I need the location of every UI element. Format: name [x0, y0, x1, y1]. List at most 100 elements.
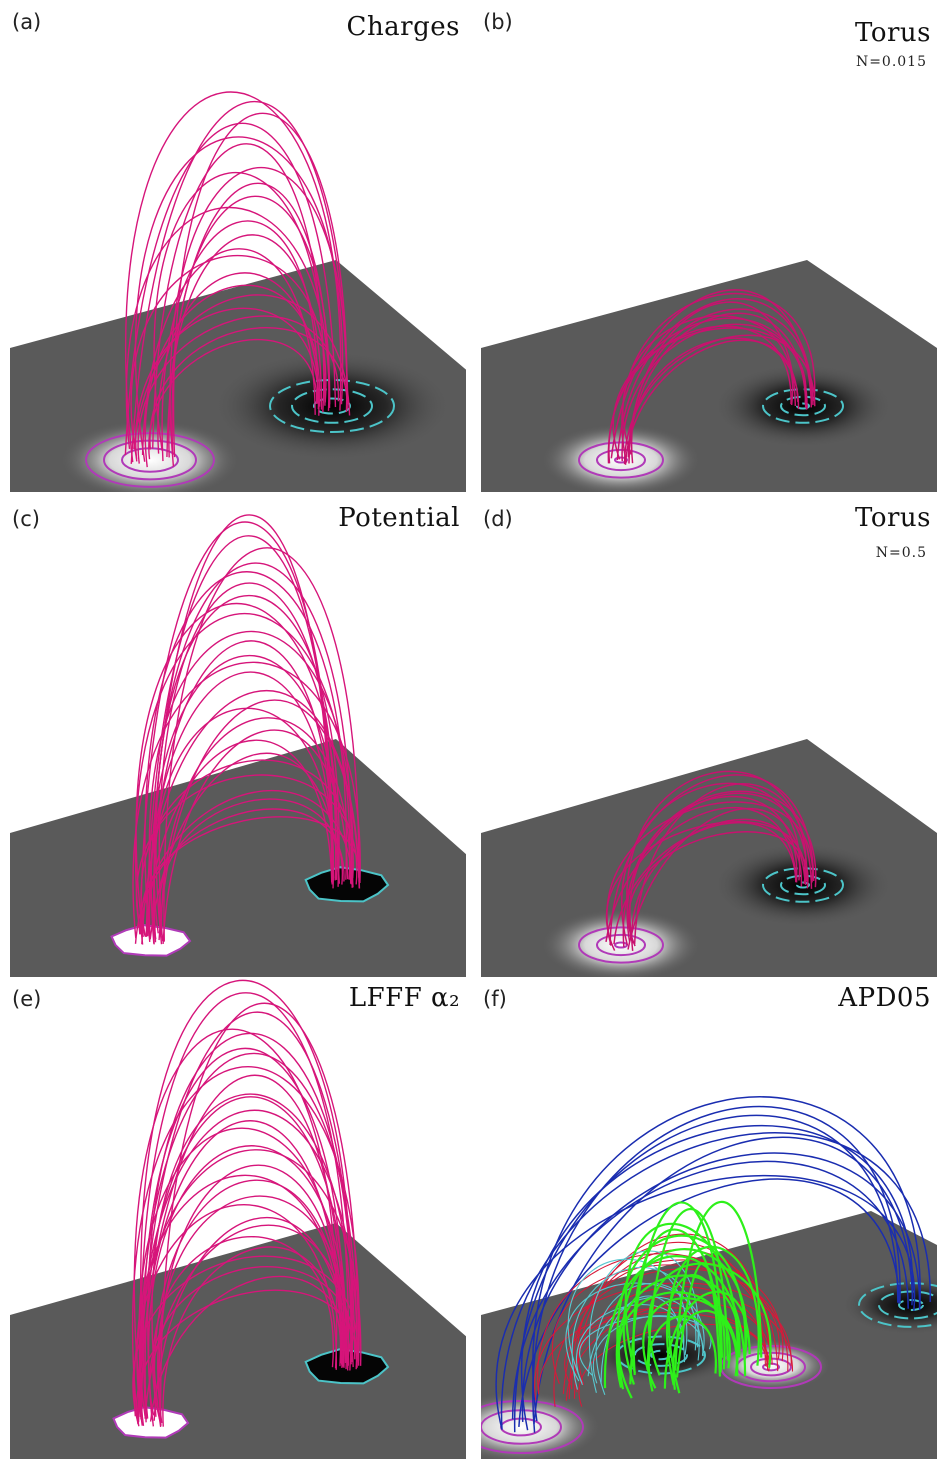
- field-line: [135, 603, 339, 937]
- field-line: [553, 1268, 789, 1408]
- field-line: [668, 1245, 760, 1394]
- field-line: [148, 630, 354, 940]
- field-line: [162, 729, 349, 944]
- positive-spot: [112, 1406, 190, 1439]
- panel-f-render: [481, 1096, 937, 1459]
- field-line: [577, 1259, 784, 1385]
- panel-title: APD05: [838, 983, 931, 1013]
- negative-polarity-glow: [212, 351, 452, 461]
- positive-contour: [578, 441, 664, 479]
- field-line: [672, 1309, 739, 1390]
- field-line: [146, 514, 333, 937]
- panel-label: (b): [483, 10, 513, 34]
- field-line: [130, 101, 349, 464]
- positive-spot: [110, 924, 192, 957]
- negative-polarity-glow: [713, 364, 893, 448]
- panel-subtitle: N=0.5: [875, 545, 927, 561]
- negative-contour: [796, 881, 810, 889]
- field-line: [567, 1258, 688, 1384]
- field-line: [133, 294, 351, 450]
- positive-contour: [614, 456, 628, 464]
- field-line: [132, 661, 361, 939]
- field-line: [162, 1246, 342, 1427]
- field-line: [627, 301, 797, 458]
- field-line: [153, 1179, 345, 1417]
- field-line: [139, 521, 335, 935]
- field-line: [628, 312, 807, 464]
- field-line: [147, 1032, 354, 1420]
- field-line: [145, 739, 333, 937]
- positive-contour: [596, 933, 646, 957]
- field-line: [609, 774, 815, 946]
- field-line: [130, 254, 327, 460]
- negative-contour: [780, 874, 826, 896]
- panel-title: LFFF α₂: [348, 983, 460, 1013]
- field-line: [144, 571, 348, 943]
- positive-contour: [578, 926, 664, 964]
- positive-polarity-glow: [711, 1339, 831, 1391]
- panel-c: (c) Potential: [10, 493, 466, 977]
- panel-title: Charges: [346, 12, 460, 42]
- field-line: [134, 613, 351, 935]
- negative-contour: [291, 388, 373, 424]
- field-line: [140, 979, 353, 1419]
- field-line: [134, 307, 320, 462]
- field-line: [674, 1200, 763, 1371]
- negative-contour: [762, 388, 844, 424]
- panel-label: (d): [483, 507, 513, 531]
- field-line: [500, 1132, 931, 1430]
- field-line: [169, 167, 348, 467]
- panel-a: (a) Charges: [10, 8, 466, 492]
- negative-contour: [762, 867, 844, 903]
- positive-polarity-glow: [60, 420, 240, 492]
- negative-polarity-glow: [713, 843, 893, 927]
- panel-e: (e) LFFF α₂: [10, 975, 466, 1459]
- field-line: [157, 272, 320, 454]
- panel-d-render: [481, 739, 937, 977]
- field-line: [520, 1124, 914, 1431]
- panel-subtitle: N=0.015: [855, 54, 927, 70]
- negative-contour: [898, 1298, 924, 1312]
- field-line: [573, 1233, 771, 1399]
- field-line: [172, 112, 348, 458]
- field-line: [137, 1011, 356, 1423]
- field-line: [616, 1234, 747, 1390]
- field-line: [124, 91, 342, 463]
- field-line: [158, 582, 337, 942]
- negative-contour: [313, 397, 351, 415]
- panel-title: Torus: [855, 18, 931, 48]
- negative-contour: [634, 1343, 688, 1367]
- field-line: [163, 547, 360, 942]
- field-line: [666, 1274, 726, 1386]
- field-line: [607, 317, 808, 464]
- field-line: [629, 1201, 724, 1385]
- field-line: [603, 1255, 747, 1389]
- field-line: [565, 1282, 705, 1382]
- field-line: [532, 1105, 901, 1433]
- negative-contour: [878, 1290, 937, 1320]
- panel-label: (a): [12, 10, 42, 34]
- field-line: [160, 1002, 360, 1419]
- field-line: [166, 182, 331, 458]
- field-line: [161, 220, 319, 462]
- panel-b-render: [481, 260, 937, 492]
- field-line: [148, 671, 334, 940]
- panel-f: (f) APD05: [481, 975, 937, 1459]
- field-line: [153, 171, 325, 451]
- field-line: [533, 1136, 914, 1424]
- field-line: [511, 1160, 909, 1420]
- panel-b: (b) Torus N=0.015: [481, 8, 937, 492]
- panel-d: (d) Torus N=0.5: [481, 493, 937, 977]
- field-line: [626, 770, 807, 942]
- positive-contour: [481, 1399, 584, 1455]
- field-line: [532, 1096, 921, 1422]
- field-line: [137, 1074, 347, 1418]
- panel-e-render: [10, 979, 466, 1459]
- field-line: [610, 289, 813, 459]
- panel-title: Potential: [338, 503, 460, 533]
- field-line: [144, 284, 321, 468]
- field-line: [622, 792, 808, 948]
- field-line: [513, 1114, 899, 1433]
- photosphere-plane: [10, 739, 466, 977]
- panel-label: (e): [12, 987, 42, 1011]
